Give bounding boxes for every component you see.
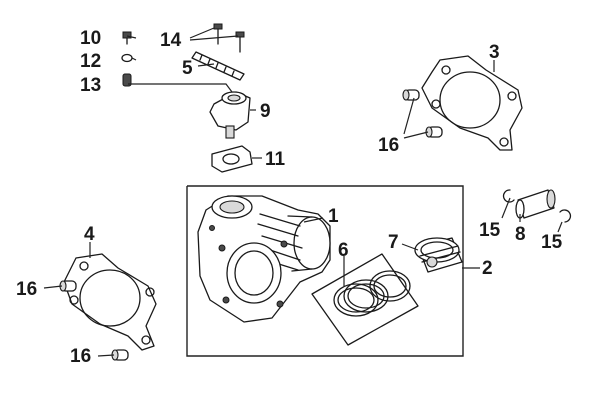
callout-7: 7 — [388, 232, 399, 253]
callout-4: 4 — [84, 224, 95, 245]
callout-3: 3 — [489, 42, 500, 63]
dowel-pin-lower-2 — [111, 349, 129, 361]
bolt-b — [235, 31, 245, 53]
cam-chain-tensioner — [209, 91, 251, 139]
cylinder-base-gasket — [63, 253, 157, 351]
bolt-a — [213, 23, 223, 45]
piston-pin-clip-right — [559, 209, 572, 223]
cylinder-assembly-frame — [186, 185, 464, 357]
callout-6: 6 — [338, 240, 349, 261]
callout-1: 1 — [328, 206, 339, 227]
dowel-pin-upper-1 — [402, 89, 420, 101]
callout-8: 8 — [515, 224, 526, 245]
callout-16-left: 16 — [16, 279, 37, 300]
callout-16-upper: 16 — [378, 135, 399, 156]
piston-rings-set — [311, 253, 419, 346]
tensioner-gasket — [211, 145, 253, 173]
piston — [414, 237, 463, 273]
tensioner-tube — [122, 73, 132, 87]
callout-12: 12 — [80, 51, 101, 72]
dowel-pin-lower-1 — [59, 280, 77, 292]
tensioner-spring-bolt — [191, 51, 245, 81]
callout-15-left: 15 — [479, 220, 501, 241]
cap-bolt — [122, 31, 132, 45]
o-ring-washer — [121, 53, 133, 63]
piston-pin — [515, 189, 556, 219]
callout-15-right: 15 — [541, 232, 563, 253]
piston-pin-clip-left — [502, 189, 515, 203]
leader-lines — [43, 27, 563, 357]
callout-14: 14 — [160, 30, 182, 51]
callout-13: 13 — [80, 75, 101, 96]
callout-2: 2 — [482, 258, 493, 279]
callout-16-bottom: 16 — [70, 346, 91, 367]
dowel-pin-upper-2 — [425, 126, 443, 138]
cylinder-head-gasket — [421, 55, 523, 151]
callout-10: 10 — [80, 28, 101, 49]
cylinder-block — [197, 195, 331, 323]
callout-9: 9 — [260, 101, 271, 122]
callout-11: 11 — [265, 149, 286, 170]
callout-5: 5 — [182, 58, 193, 79]
